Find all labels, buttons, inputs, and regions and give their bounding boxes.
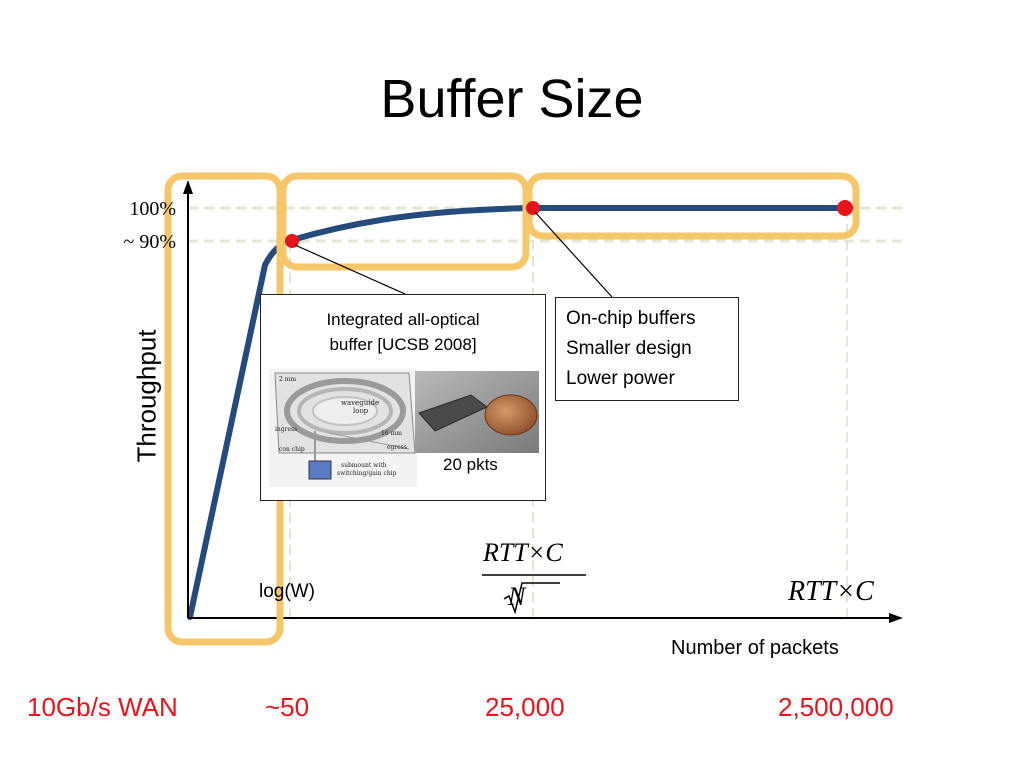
svg-text:loop: loop: [353, 407, 369, 415]
onchip-line3: Lower power: [566, 368, 675, 389]
x-axis-arrow: [889, 613, 903, 623]
optical-caption-line1: Integrated all-optical: [326, 310, 480, 329]
point-90: [285, 234, 299, 248]
point-100-mid: [526, 201, 540, 215]
penny-photo-image: [415, 371, 539, 453]
svg-text:egress: egress: [387, 444, 407, 451]
throughput-curve: [187, 205, 850, 620]
sqrt-sign: [503, 582, 560, 615]
onchip-line1: On-chip buffers: [566, 308, 696, 329]
value-25000: 25,000: [485, 692, 565, 722]
optical-pkts-label: 20 pkts: [443, 455, 498, 474]
callout-optical-buffer: Integrated all-optical buffer [UCSB 2008…: [260, 294, 546, 501]
svg-text:switching/gain chip: switching/gain chip: [337, 470, 397, 477]
onchip-line2: Smaller design: [566, 338, 692, 359]
highlight-box-mid-buffer: [279, 172, 530, 271]
value-2500000: 2,500,000: [778, 692, 894, 722]
optical-caption: Integrated all-optical buffer [UCSB 2008…: [261, 307, 545, 357]
y-tick-90: ~ 90%: [123, 231, 176, 253]
point-100-right: [837, 200, 853, 216]
optical-caption-line2: buffer [UCSB 2008]: [329, 335, 477, 354]
slide-title: Buffer Size: [380, 69, 644, 129]
svg-text:con chip: con chip: [279, 446, 305, 453]
waveguide-diagram-image: waveguide loop 2 mm 16 mm ingress egress…: [269, 369, 417, 487]
y-axis-arrow: [183, 180, 193, 194]
svg-text:submount with: submount with: [341, 462, 387, 469]
svg-text:2 mm: 2 mm: [279, 376, 296, 383]
callout-leader-onchip: [534, 211, 613, 298]
callout-onchip-buffers: On-chip buffers Smaller design Lower pow…: [555, 297, 739, 401]
x-axis-label: Number of packets: [671, 637, 839, 659]
formula-denominator: N: [508, 582, 526, 611]
y-axis-label: Throughput: [131, 329, 162, 463]
formula-bandwidth-delay: RTT×C: [788, 576, 874, 607]
callout-leader-optical: [294, 244, 406, 295]
x-marker-logw: log(W): [259, 581, 315, 602]
formula-numerator: RTT×C: [483, 538, 563, 567]
svg-text:16 mm: 16 mm: [381, 430, 402, 437]
y-tick-100: 100%: [129, 198, 176, 220]
value-50: ~50: [265, 692, 310, 722]
svg-text:waveguide: waveguide: [341, 399, 379, 407]
svg-text:ingress: ingress: [275, 426, 297, 433]
wan-label: 10Gb/s WAN: [27, 692, 178, 722]
